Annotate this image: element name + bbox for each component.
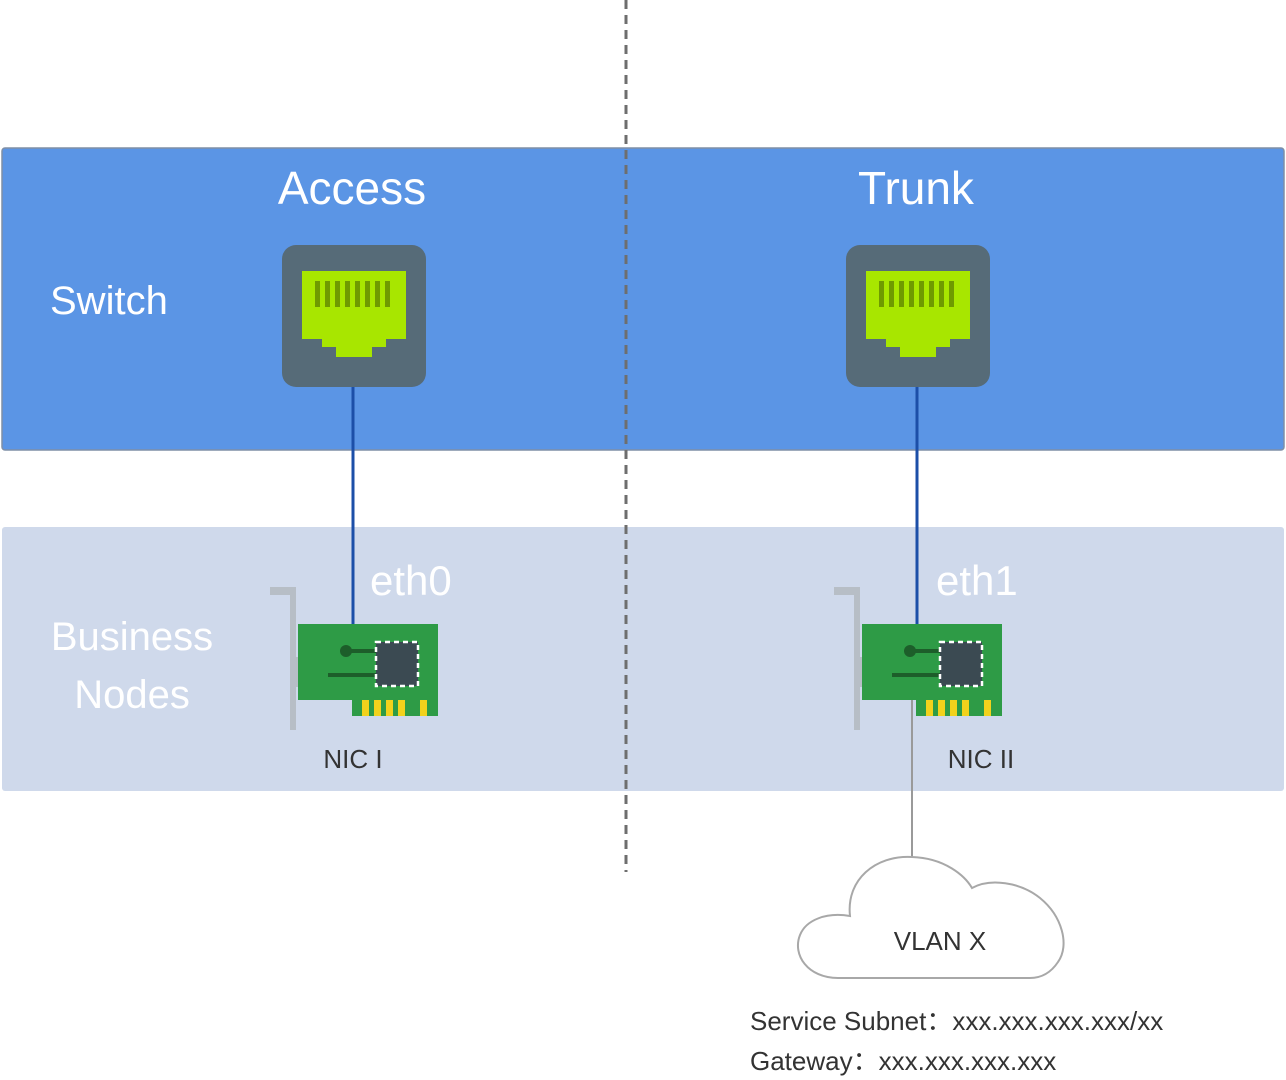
business-nodes-label-line2: Nodes — [74, 673, 190, 717]
switch-panel — [1, 147, 1285, 451]
eth0-label: eth0 — [370, 557, 452, 604]
service-subnet-text: Service Subnet：xxx.xxx.xxx.xxx/xx — [750, 1006, 1163, 1036]
gateway-value: xxx.xxx.xxx.xxx — [879, 1046, 1057, 1076]
eth1-label: eth1 — [936, 557, 1018, 604]
gateway-text: Gateway：xxx.xxx.xxx.xxx — [750, 1046, 1056, 1076]
vlan-cloud-icon — [797, 855, 1065, 979]
service-subnet-value: xxx.xxx.xxx.xxx/xx — [952, 1006, 1163, 1036]
vlan-label: VLAN X — [894, 926, 987, 956]
nic-card-icon — [270, 587, 438, 730]
access-mode-label: Access — [278, 162, 426, 214]
nic-card-icon — [834, 587, 1002, 730]
business-nodes-panel — [2, 527, 1284, 791]
service-subnet-label: Service Subnet： — [750, 1006, 952, 1036]
access-port-icon — [282, 245, 426, 387]
trunk-mode-label: Trunk — [858, 162, 975, 214]
nic-1-label: NIC I — [323, 744, 382, 774]
gateway-label: Gateway： — [750, 1046, 879, 1076]
nic-2-label: NIC II — [948, 744, 1014, 774]
business-nodes-label-line1: Business — [51, 615, 213, 659]
switch-label: Switch — [50, 279, 168, 323]
trunk-port-icon — [846, 245, 990, 387]
